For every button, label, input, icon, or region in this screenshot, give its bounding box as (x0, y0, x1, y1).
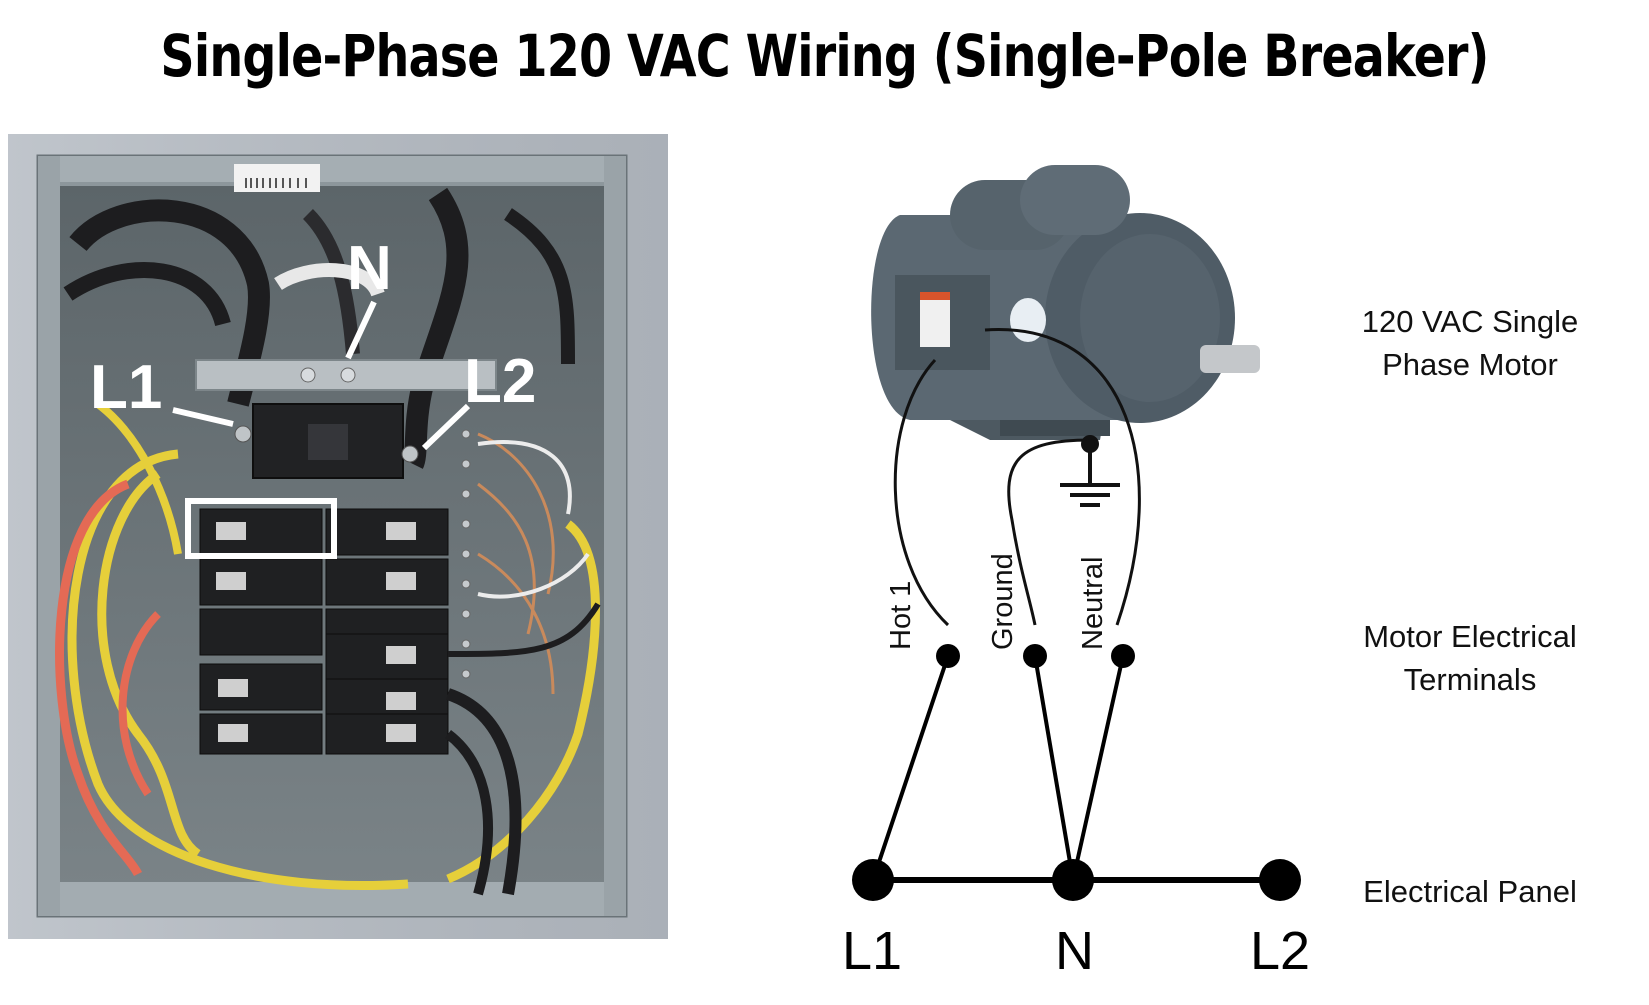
ground-wire (1033, 655, 1075, 881)
n-node-label: N (1055, 921, 1094, 981)
n-node (1052, 859, 1094, 901)
ground-label: Ground (987, 553, 1019, 650)
n-callout-label: N (347, 234, 392, 303)
panel-label-text: Electrical Panel (1363, 874, 1577, 909)
neutral-wire (1071, 655, 1125, 881)
ground-terminal (1023, 644, 1047, 668)
electrical-panel-photo: N L1 L2 (8, 134, 668, 939)
barcode-label (234, 164, 320, 192)
hot1-terminal (936, 644, 960, 668)
motor-label-line1: 120 VAC Single (1361, 304, 1579, 339)
hot1-wire (871, 655, 950, 881)
terminals-label: Motor Electrical Terminals (1310, 615, 1630, 701)
highlighted-breaker-box (185, 498, 337, 559)
n-callout-line (345, 300, 377, 360)
l2-callout-label: L2 (464, 347, 536, 416)
neutral-bus-bar (195, 359, 497, 391)
l2-node-label: L2 (1250, 921, 1311, 981)
neutral-terminal (1111, 644, 1135, 668)
hot1-label: Hot 1 (885, 580, 917, 650)
ground-symbol (1060, 435, 1120, 507)
motor-label: 120 VAC Single Phase Motor (1320, 300, 1620, 386)
l2-callout-line (421, 403, 471, 451)
l1-callout-line (172, 407, 234, 427)
page-title: Single-Phase 120 VAC Wiring (Single-Pole… (160, 22, 1489, 90)
red-cable (55, 479, 143, 877)
terminals-label-line2: Terminals (1403, 662, 1537, 697)
l1-node (852, 859, 894, 901)
terminals-label-line1: Motor Electrical (1363, 619, 1577, 654)
motor-image (871, 165, 1260, 440)
l2-node (1259, 859, 1301, 901)
panel-label: Electrical Panel (1310, 870, 1630, 913)
neutral-label: Neutral (1077, 556, 1109, 651)
l1-node-label: L1 (842, 921, 903, 981)
l1-callout-label: L1 (90, 353, 162, 422)
motor-label-line2: Phase Motor (1382, 347, 1558, 382)
